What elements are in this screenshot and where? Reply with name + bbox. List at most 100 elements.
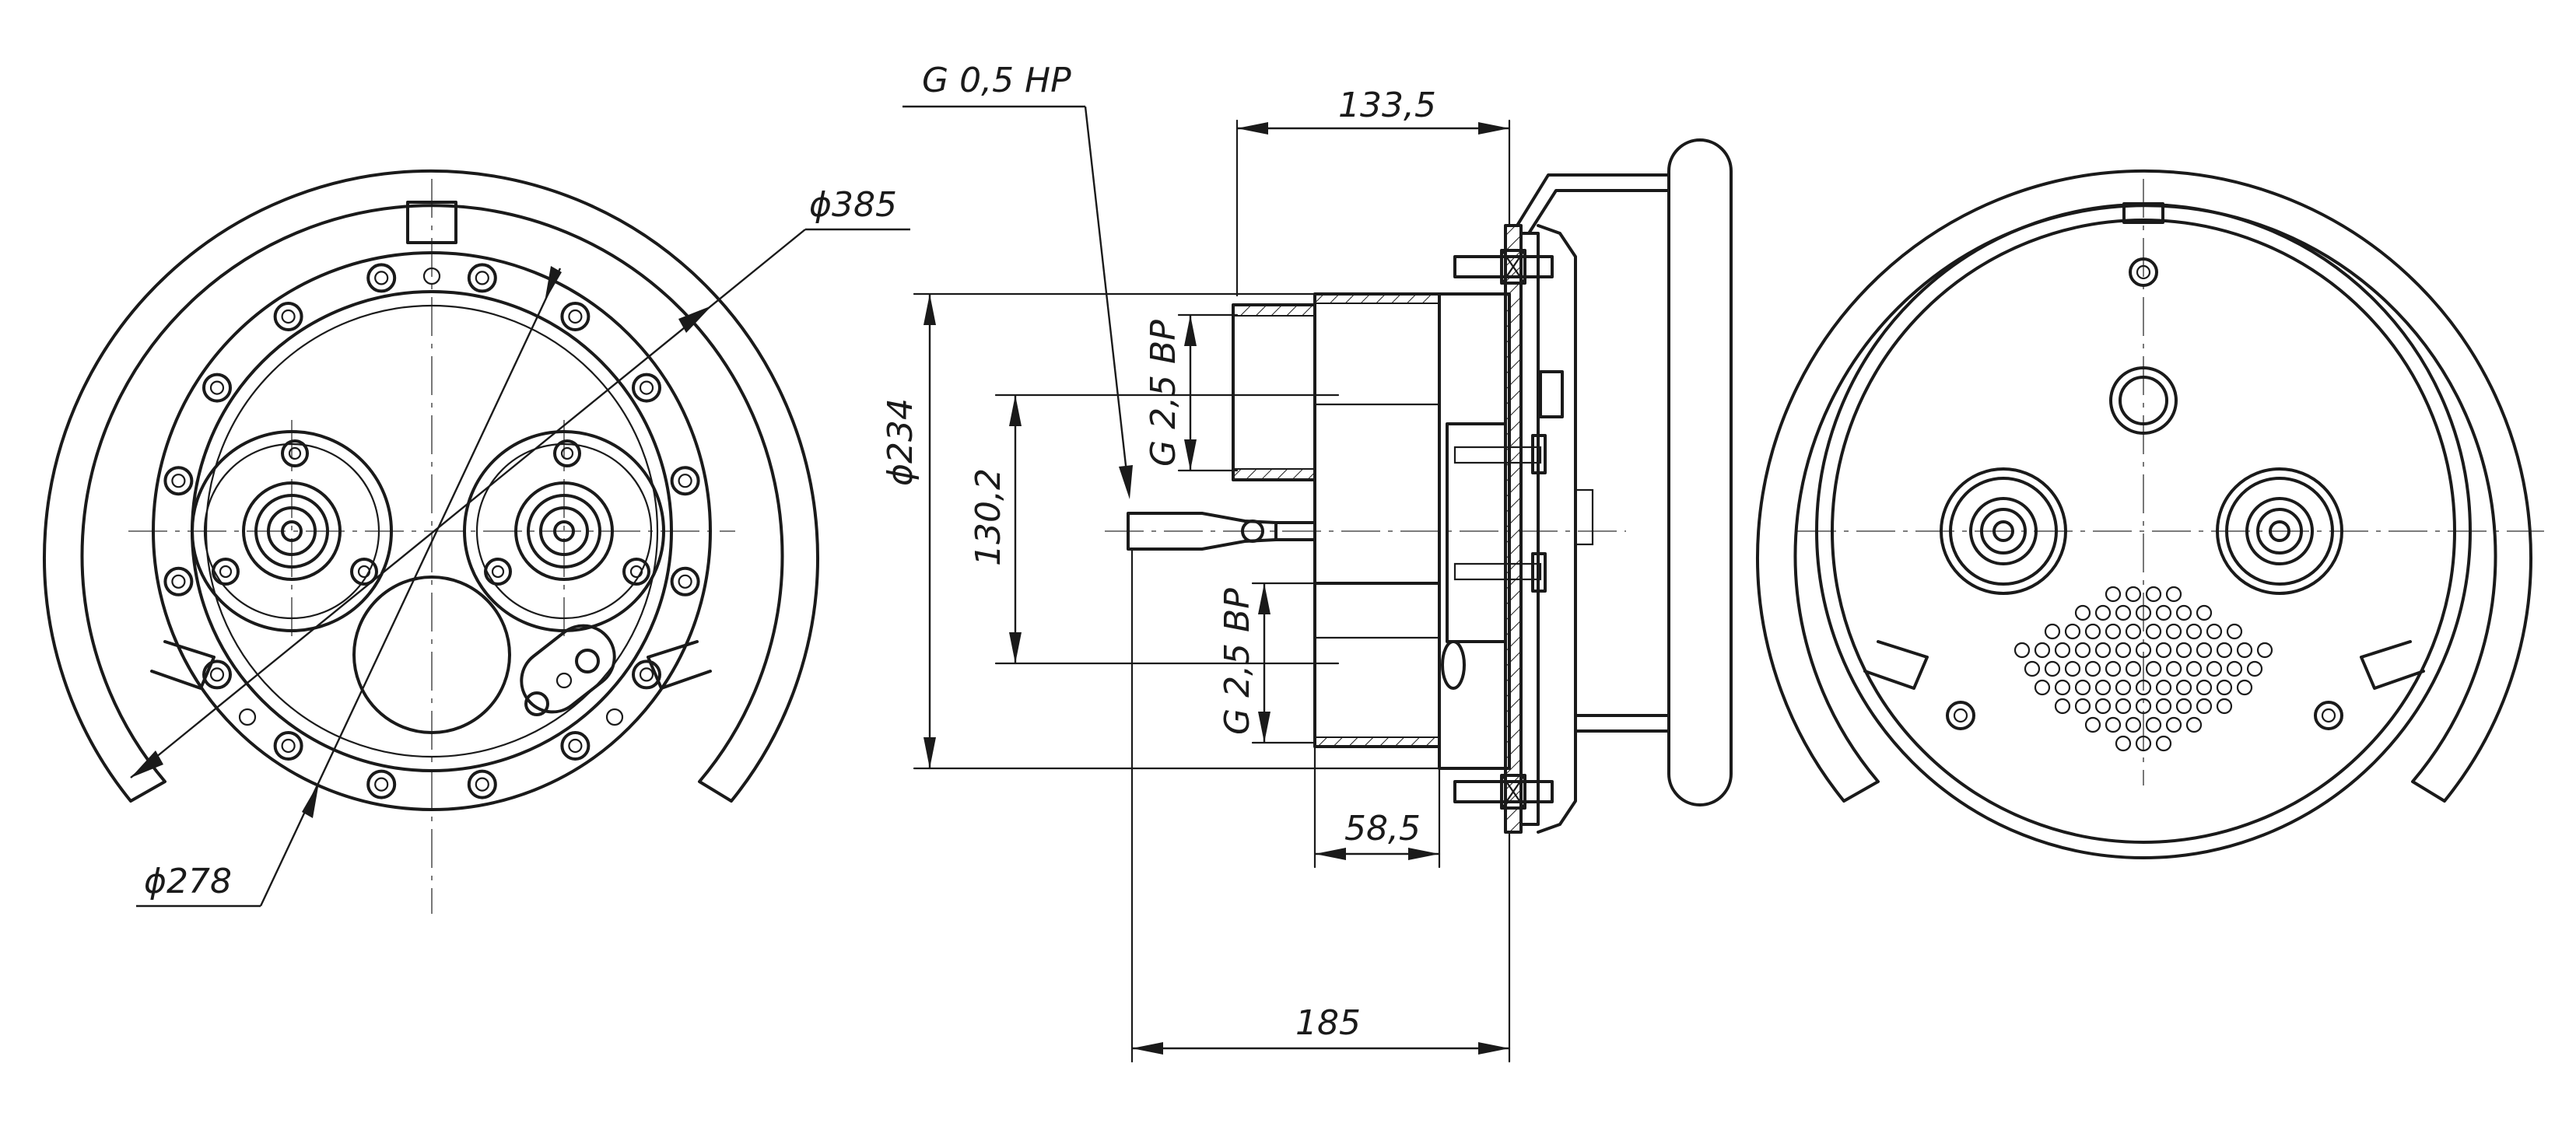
label-58-5: 58,5 [1344,809,1421,848]
grille-hole [2094,642,2112,659]
grille-hole [2054,642,2071,659]
grille-hole [2196,679,2213,696]
flange-bolt-top [1453,249,1554,285]
front-cover-outer [1815,203,2472,859]
grille-hole [2013,642,2031,659]
grille-hole [2094,604,2112,621]
housing-upper [1313,292,1441,585]
grille-hole [2155,604,2172,621]
flange-bolt-hole [568,309,583,324]
label-130-2: 130,2 [969,468,1008,566]
d385-arrow-b [678,306,712,333]
grille-hole [2135,679,2152,696]
dim-133-arrow-b [1478,122,1509,135]
d278-arrow-a [545,266,562,302]
label-g25-top: G 2,5 ВР [1144,320,1183,467]
grille-hole [2236,642,2253,659]
grille-hole [2105,660,2122,677]
g05-leader [1084,106,1130,487]
flange-bolt-hole [374,271,389,285]
lamp-bracket [520,624,616,716]
grille-hole [2165,586,2182,603]
grille-hole [2074,604,2091,621]
label-d278: ϕ278 [144,862,232,901]
grille-hole [2145,716,2162,733]
side-section-view: 133,5 G 0,5 НР ϕ234 130,2 G 2,5 ВР [881,61,1733,1063]
small-hole-top [422,267,441,285]
port-boss-left [191,430,393,632]
front-cover [1537,224,1577,834]
grille-hole [2155,679,2172,696]
dim-58-arrow-b [1408,848,1439,860]
front-screw-top [2129,257,2158,287]
flange-bolt-hole [639,667,654,682]
grille-hole [2135,735,2152,752]
front-screw-right [2314,701,2343,730]
nozzle-tip [1241,520,1264,543]
grille-hole [2185,716,2203,733]
dim-g25-bottom-arrow-b [1258,712,1270,743]
dim-130-arrow-b [1009,632,1022,663]
label-g05: G 0,5 НР [922,61,1071,100]
flange-bolt-hole [475,777,489,792]
grille-hole [2115,698,2132,715]
rear-stud-upper [1453,446,1542,464]
flange-bolt [202,373,232,403]
grille-hole [2165,660,2182,677]
label-d234: ϕ234 [881,398,920,486]
grille-hole [2115,735,2132,752]
flange-bolt [560,731,591,761]
suction-grille [2013,586,2273,752]
flange-outer-edge [152,251,712,811]
flange-bolt [273,731,303,761]
grille-hole [2094,698,2112,715]
grille-hole [2185,660,2203,677]
front-gasket [1519,232,1540,826]
flange-bolt [670,466,700,496]
grille-hole [2196,698,2213,715]
dim-130-arrow-a [1009,395,1022,426]
front-view [1756,170,2544,859]
collar-slot-left [150,640,216,690]
grille-hole [2044,623,2061,640]
d278-arrow-b [302,782,319,818]
grille-hole [2155,735,2172,752]
g05-arrow [1119,465,1133,499]
grille-hole [2074,698,2091,715]
flange-body-circle [205,304,659,758]
grille-hole [2034,642,2051,659]
grille-hole [2074,642,2091,659]
front-air-port [2109,366,2178,435]
dim-234-arrow-a [924,294,936,325]
front-screw-left [1946,701,1975,730]
grille-hole [2145,660,2162,677]
grille-hole [2246,660,2263,677]
grille-hole [2094,679,2112,696]
grille-hole [2155,642,2172,659]
grille-hole [2115,604,2132,621]
label-185: 185 [1295,1003,1361,1043]
flange-bolt-hole [678,474,692,488]
grille-hole [2175,698,2192,715]
rear-view: ϕ385 ϕ278 [43,170,910,914]
housing-lower [1313,582,1441,748]
label-d385: ϕ385 [809,185,897,225]
grille-hole [2125,660,2142,677]
grille-hole [2165,623,2182,640]
grille-hole [2196,642,2213,659]
grille-hole [2175,642,2192,659]
front-collar-slot-left [1863,640,1929,690]
flange-bolt [202,659,232,690]
upper-pipe-hatch-top [1232,304,1316,317]
central-opening [352,575,511,734]
grille-hole [2105,586,2122,603]
flange-bolt [366,769,397,799]
flange-bolt-hole [209,667,225,682]
grille-hole [2256,642,2273,659]
grille-hole [2145,586,2162,603]
small-hole-bottom-left [238,708,257,726]
port-boss-right [463,430,665,632]
flange-bolt-hole [209,380,225,395]
front-flange-plate-hatch [1505,225,1522,833]
